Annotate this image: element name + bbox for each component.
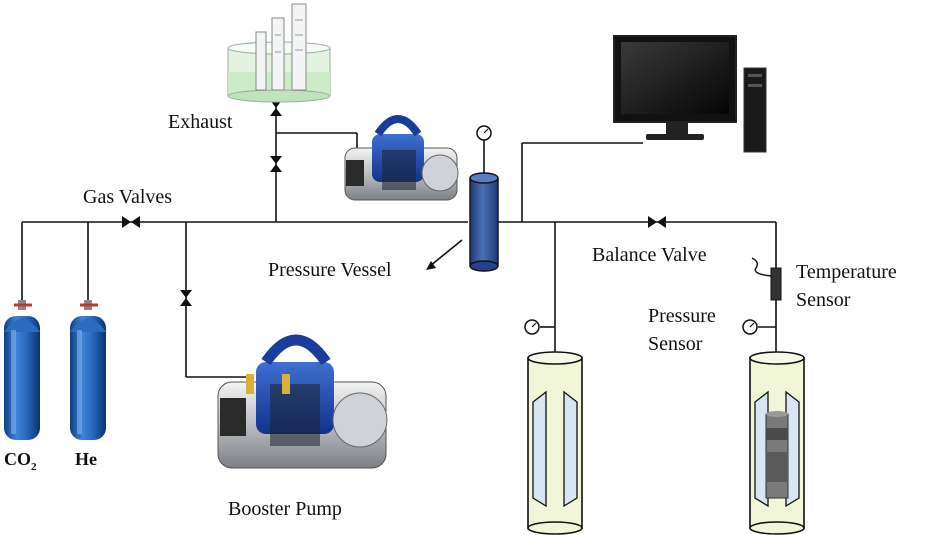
pressure-sensor-label-line1: Pressure xyxy=(648,305,716,327)
exhaust-valve-lower-icon xyxy=(270,156,282,172)
he-label: He xyxy=(75,449,97,469)
co2-label-subscript: 2 xyxy=(31,461,37,473)
left-cell-pressure-gauge-icon xyxy=(524,319,540,335)
pressure-vessel-label: Pressure Vessel xyxy=(268,259,392,281)
booster-valve-icon xyxy=(180,290,192,306)
temperature-sensor-label-line2: Sensor xyxy=(796,289,851,311)
co2-label-main: CO xyxy=(4,449,31,469)
gas-valves-label: Gas Valves xyxy=(83,186,172,208)
temperature-sensor-label-line1: Temperature xyxy=(796,261,897,283)
left-test-cell-icon xyxy=(527,351,583,535)
right-test-cell-icon xyxy=(749,351,805,535)
co2-label: CO2 xyxy=(4,449,37,473)
pressure-vessel-arrow xyxy=(426,239,463,270)
right-cell-pressure-gauge-icon xyxy=(742,319,758,335)
temperature-sensor-icon xyxy=(751,257,782,301)
booster-pump-icon xyxy=(217,334,388,469)
pressure-vessel xyxy=(469,172,499,272)
vessel-pressure-gauge-icon xyxy=(476,125,492,141)
exhaust-vacuum-pump-icon xyxy=(344,115,459,201)
balance-valve-label: Balance Valve xyxy=(592,244,707,266)
balance-valve-icon xyxy=(648,216,666,228)
gas-valve-icon xyxy=(122,216,140,228)
exhaust-beaker-icon xyxy=(227,3,331,103)
he-gas-cylinder-icon xyxy=(70,300,106,440)
co2-gas-cylinder-icon xyxy=(4,300,40,440)
desktop-computer-icon xyxy=(613,35,767,153)
exhaust-label: Exhaust xyxy=(168,111,233,133)
pressure-sensor-label-line2: Sensor xyxy=(648,333,703,355)
booster-pump-label: Booster Pump xyxy=(228,498,342,520)
